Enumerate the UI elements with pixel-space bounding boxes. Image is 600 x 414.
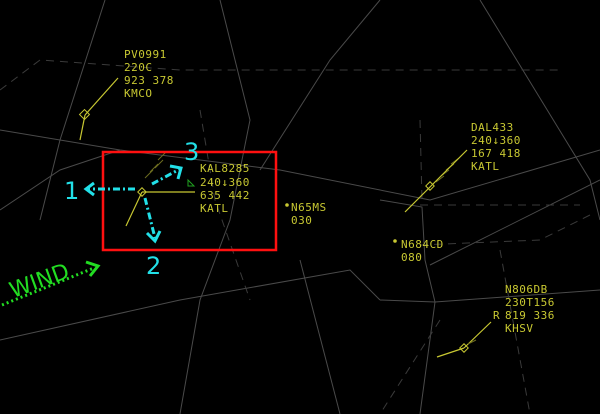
datablock-kal8285[interactable]: KAL8285 240↓360 635 442 KATL <box>200 162 250 215</box>
destination: KHSV <box>505 322 534 335</box>
callsign: N684CD <box>401 238 444 251</box>
aircraft-target-n806db[interactable] <box>436 321 492 358</box>
datablock-n684cd[interactable]: N684CD 080 <box>393 238 444 264</box>
altitude: 240↓360 <box>471 134 521 147</box>
callsign: PV0991 <box>124 48 167 61</box>
velocity-vector <box>125 191 143 227</box>
arrow-3-icon <box>151 167 181 186</box>
datablock-n65ms[interactable]: N65MS 030 <box>285 201 326 227</box>
highlight-box <box>101 150 278 252</box>
history-trail <box>144 151 167 179</box>
target-dot-icon <box>285 203 289 207</box>
cid-speed: 923 378 <box>124 74 174 87</box>
aircraft-target-dal433[interactable] <box>404 149 468 213</box>
altitude: 080 <box>401 251 422 264</box>
target-dot-icon <box>393 239 397 243</box>
target-symbol-icon <box>137 187 147 197</box>
arrow-2-icon <box>143 197 157 239</box>
leader-line <box>404 149 468 213</box>
velocity-vector <box>436 347 465 358</box>
wind-arrowhead-icon <box>85 260 101 277</box>
aircraft-target-kal8285[interactable] <box>125 151 196 227</box>
altitude: 240↓360 <box>200 176 250 189</box>
leader-line <box>463 321 492 349</box>
cid-speed: 819 336 <box>505 309 555 322</box>
annotation-label-3: 3 <box>184 138 199 166</box>
annotation-arrows <box>83 164 183 244</box>
altitude: 220C <box>124 61 153 74</box>
cid-speed: 167 418 <box>471 147 521 160</box>
annotation-label-1: 1 <box>64 177 79 205</box>
annotation-label-2: 2 <box>146 252 161 280</box>
destination: KATL <box>471 160 500 173</box>
callsign: N65MS <box>291 201 327 214</box>
callsign: DAL433 <box>471 121 514 134</box>
datablock-dal433[interactable]: DAL433 240↓360 167 418 KATL <box>471 121 521 173</box>
altitude: 230T156 <box>505 296 555 309</box>
aircraft-target-pv0991[interactable] <box>78 77 119 141</box>
datablock-pv0991[interactable]: PV0991 220C 923 378 KMCO <box>124 48 174 100</box>
datablock-n806db[interactable]: N806DB 230T156 R 819 336 KHSV <box>493 283 555 335</box>
destination: KMCO <box>124 87 153 100</box>
callsign: KAL8285 <box>200 162 250 175</box>
target-symbol-icon <box>425 181 435 191</box>
history-trail <box>467 339 477 345</box>
prefix: R <box>493 309 500 322</box>
destination: KATL <box>200 202 229 215</box>
altitude: 030 <box>291 214 312 227</box>
handoff-icon <box>187 178 196 187</box>
target-symbol-icon <box>459 343 469 353</box>
callsign: N806DB <box>505 283 548 296</box>
target-symbol-icon <box>78 108 91 121</box>
leader-line <box>84 77 119 116</box>
cid-speed: 635 442 <box>200 189 250 202</box>
wind-arrow-icon <box>1 266 95 307</box>
